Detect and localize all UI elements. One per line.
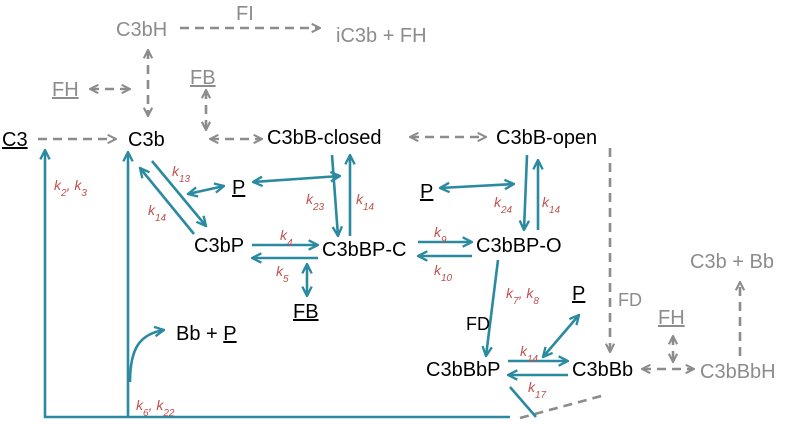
rate-k2-k3: k2, k3 [54, 177, 87, 199]
rate-k5: k5 [276, 263, 289, 285]
rate-k17: k17 [528, 379, 547, 401]
rate-k24: k24 [494, 194, 513, 216]
species-c3bb-open: C3bB-open [496, 127, 597, 149]
enzyme-fd-right: FD [618, 290, 642, 310]
species-ic3b-fh: iC3b + FH [336, 25, 427, 47]
species-p2: P [420, 181, 433, 203]
bottom-return-to-c3 [45, 150, 510, 419]
rate-k14-b: k14 [356, 191, 375, 213]
species-c3bbb: C3bBb [572, 359, 633, 381]
p2-open-double-arrow [440, 184, 514, 188]
p3-double-arrow [543, 315, 579, 357]
species-bb-p: Bb + P [176, 323, 237, 345]
species-c3: C3 [2, 129, 28, 151]
enzyme-fi: FI [236, 3, 254, 25]
rate-k4: k4 [280, 227, 293, 249]
rate-k14-c: k14 [542, 194, 561, 216]
species-c3b-bb: C3b + Bb [690, 251, 774, 273]
rate-k13: k13 [172, 163, 191, 185]
c3bbpo-to-c3bbbp [486, 259, 500, 356]
rate-k9: k9 [434, 224, 447, 246]
rate-k23: k23 [306, 191, 325, 213]
c3bp-to-c3b [140, 168, 196, 235]
open-to-c3bbpo [524, 154, 527, 230]
rate-k7-k8: k7, k8 [506, 285, 539, 307]
species-p3: P [572, 283, 585, 305]
species-c3bbbp: C3bBbP [426, 359, 501, 381]
rate-k6-k22: k6, k22 [136, 397, 175, 419]
fh-left-label: FH [52, 79, 79, 101]
enzyme-fd-mid: FD [466, 314, 490, 334]
p1-closed-double-arrow [253, 176, 340, 182]
species-c3bbbh: C3bBbH [700, 361, 776, 383]
species-c3bh: C3bH [116, 19, 167, 41]
fb-top-label: FB [190, 67, 216, 89]
c3b-to-c3bp [151, 160, 206, 226]
fb-bottom-label: FB [293, 301, 319, 323]
species-c3bbp-c: C3bBP-C [322, 239, 406, 261]
bottom-diagonal [509, 386, 537, 418]
p1-double-arrow [188, 186, 224, 194]
species-c3b: C3b [128, 129, 165, 151]
rate-k14-d: k14 [520, 343, 539, 365]
closed-to-c3bbpc [330, 154, 338, 236]
species-c3bbp-o: C3bBP-O [476, 235, 562, 257]
rate-k14-a: k14 [148, 202, 167, 224]
species-c3bb-closed: C3bB-closed [267, 127, 382, 149]
rate-k10: k10 [434, 262, 453, 284]
release-bb-p-arrow [128, 330, 164, 383]
species-c3bp: C3bP [194, 235, 244, 257]
species-p1: P [232, 177, 245, 199]
fh-right-label: FH [658, 307, 685, 329]
